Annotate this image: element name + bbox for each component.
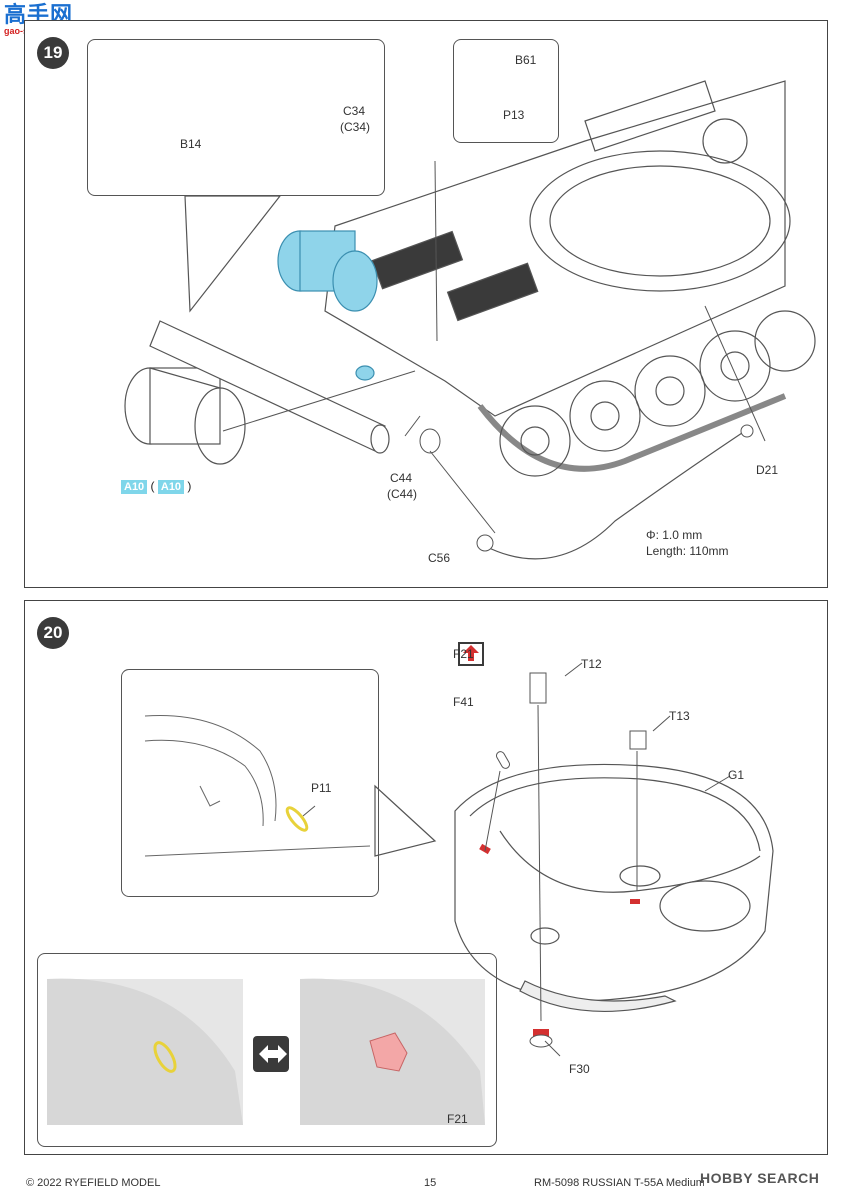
step-number-badge: 20	[37, 617, 69, 649]
footer-copyright: © 2022 RYEFIELD MODEL	[26, 1177, 161, 1189]
part-label-f30: F30	[569, 1062, 590, 1076]
pipe-lower-drawing	[149, 320, 390, 454]
part-label-f41: F41	[453, 695, 474, 709]
part-label-c44-paren: (C44)	[387, 487, 418, 501]
hobby-search-watermark: HOBBY SEARCH	[700, 1170, 820, 1186]
turret-ring-drawing	[454, 763, 774, 1012]
step-19-panel: 19 B14 C34 (C34) B61 P13 A10 ( A10 ) C44…	[24, 20, 828, 588]
wire-length-spec: Length: 110mm	[646, 544, 729, 558]
footer-page-number: 15	[424, 1177, 437, 1189]
part-label-b14: B14	[180, 137, 202, 151]
step-20-illustration	[47, 642, 774, 1125]
footer-kit-title: RM-5098 RUSSIAN T-55A Medium Tank WITH N…	[534, 1177, 704, 1189]
part-label-p13: P13	[503, 108, 525, 122]
tank-hull-drawing	[324, 80, 816, 477]
wire-diameter-spec: Φ: 1.0 mm	[646, 528, 703, 542]
part-label-c34: C34	[343, 104, 366, 118]
step-20-panel: 20 F21 F41 T12 T13 G1 P11 F30 F21	[24, 600, 828, 1155]
part-label-c44: C44	[390, 471, 413, 485]
step-19-bracket-callout	[453, 39, 559, 143]
part-label-f21-top: F21	[453, 647, 474, 661]
part-label-t13: T13	[669, 709, 690, 723]
p11-callout-drawing	[144, 714, 371, 857]
part-label-c34-paren: (C34)	[340, 120, 371, 134]
part-label-c56: C56	[428, 551, 451, 565]
paren-open: (	[150, 479, 155, 493]
part-label-f21-bottom: F21	[447, 1112, 468, 1126]
part-label-a10-group: A10 ( A10 )	[121, 479, 191, 494]
part-badge-a10: A10	[121, 480, 148, 494]
step-number-badge: 19	[37, 37, 69, 69]
paren-close: )	[187, 479, 192, 493]
fuel-drum-highlight	[277, 230, 378, 381]
part-label-t12: T12	[581, 657, 602, 671]
step-20-comparison-callout	[37, 953, 497, 1147]
step-20-p11-callout	[121, 669, 379, 897]
step-19-pipe-callout	[87, 39, 385, 196]
part-badge-a10-alt: A10	[157, 480, 185, 494]
part-label-b61: B61	[515, 53, 537, 67]
drum-assembly-drawing	[124, 367, 246, 465]
part-label-p11: P11	[311, 781, 332, 795]
part-label-g1: G1	[728, 768, 745, 782]
part-label-d21: D21	[756, 463, 779, 477]
